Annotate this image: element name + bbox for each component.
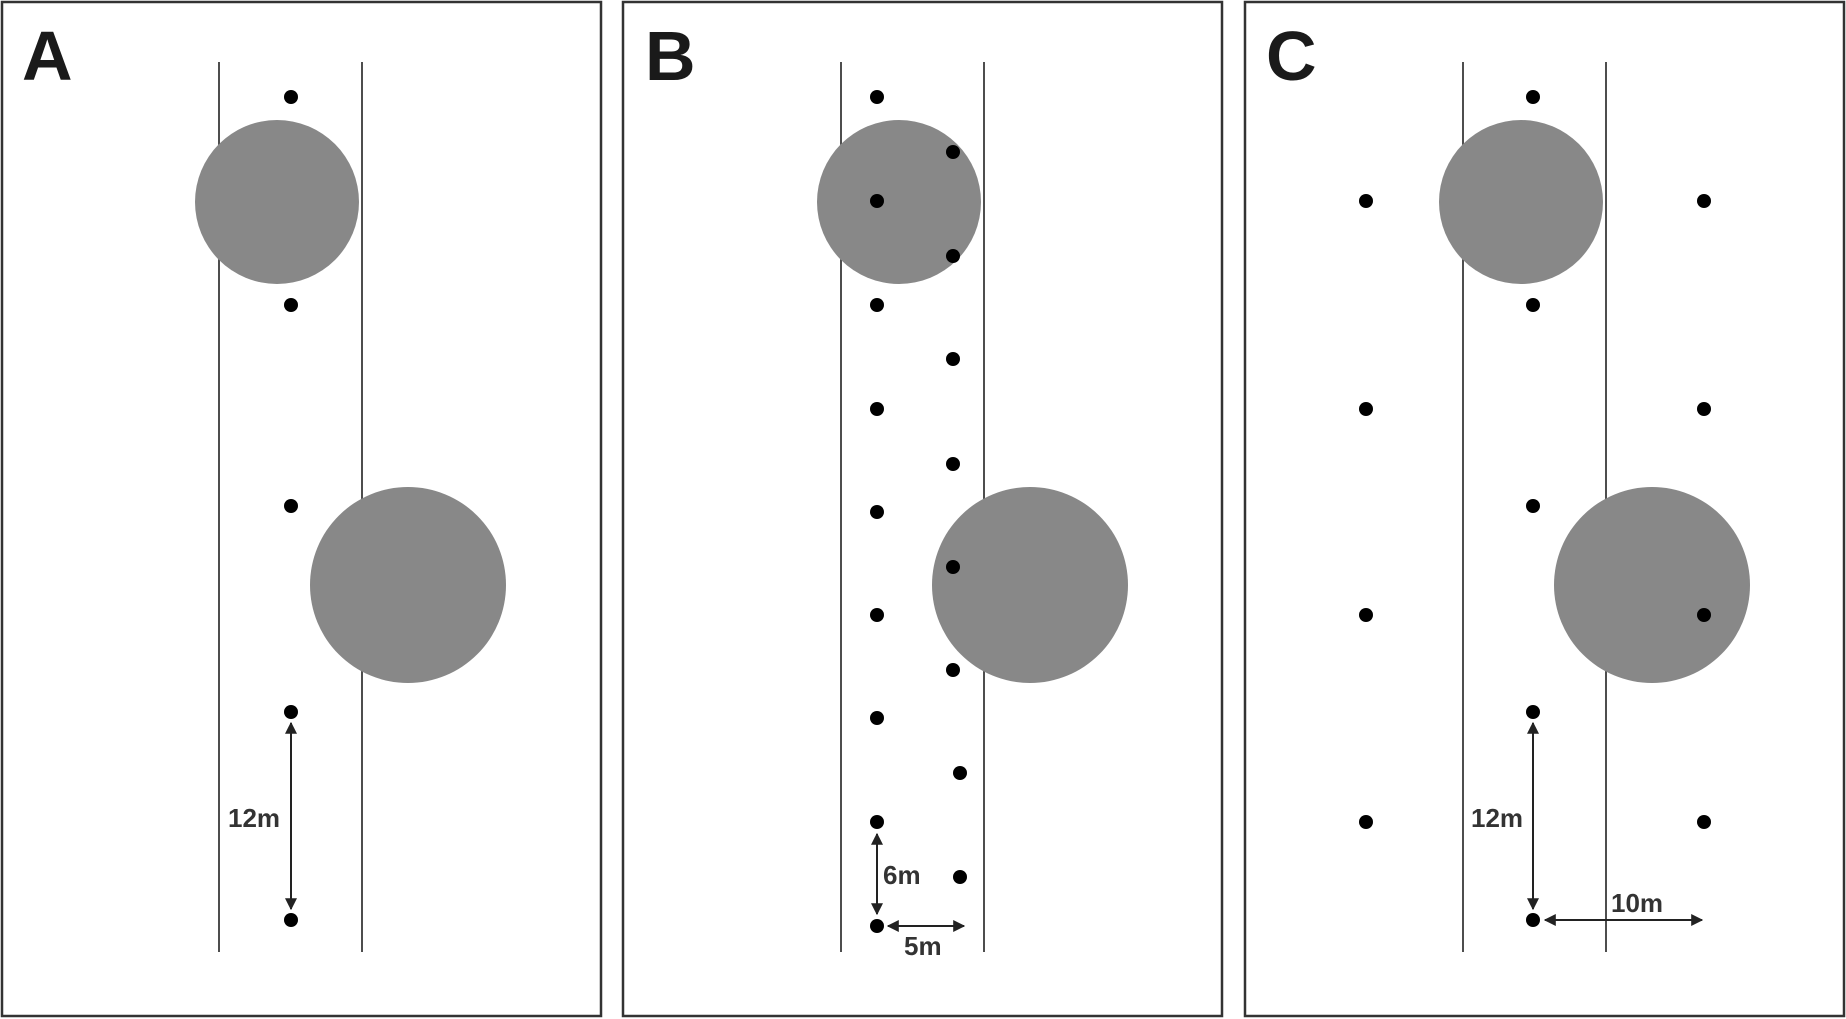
sample-point — [870, 402, 884, 416]
sample-point — [1359, 402, 1373, 416]
panel-label: A — [22, 17, 73, 95]
sample-point — [946, 457, 960, 471]
sample-point — [870, 815, 884, 829]
sample-area — [817, 120, 981, 284]
sample-point — [1697, 402, 1711, 416]
dimension-label: 10m — [1611, 888, 1663, 918]
dimension-label: 6m — [883, 860, 921, 890]
sample-point — [946, 145, 960, 159]
sample-point — [1526, 705, 1540, 719]
panel-label: C — [1266, 17, 1317, 95]
sample-point — [946, 249, 960, 263]
sample-area — [1439, 120, 1603, 284]
sample-point — [284, 705, 298, 719]
sample-point — [1359, 194, 1373, 208]
sample-area — [1554, 487, 1750, 683]
sample-point — [870, 608, 884, 622]
panel-b: B 6m 5m — [621, 0, 1224, 1018]
panel-label: B — [645, 17, 696, 95]
sample-point — [946, 352, 960, 366]
sample-point — [1359, 608, 1373, 622]
sample-area — [195, 120, 359, 284]
sample-area — [932, 487, 1128, 683]
sample-point — [1697, 608, 1711, 622]
sample-point — [870, 194, 884, 208]
sample-point — [284, 90, 298, 104]
dimension-label: 12m — [228, 803, 280, 833]
sample-point — [946, 560, 960, 574]
sample-point — [1526, 913, 1540, 927]
dimension-label: 12m — [1471, 803, 1523, 833]
panel-a: A 12m — [0, 0, 603, 1018]
sample-point — [870, 505, 884, 519]
sample-point — [946, 663, 960, 677]
sample-point — [870, 711, 884, 725]
panel-c: C 12m 10m — [1243, 0, 1846, 1018]
sample-area — [310, 487, 506, 683]
sample-point — [1359, 815, 1373, 829]
sample-point — [1526, 298, 1540, 312]
sample-point — [870, 298, 884, 312]
sample-point — [953, 870, 967, 884]
sample-point — [1526, 499, 1540, 513]
sample-point — [284, 913, 298, 927]
sample-point — [870, 90, 884, 104]
sample-point — [284, 298, 298, 312]
sample-point — [1697, 815, 1711, 829]
sample-point — [1697, 194, 1711, 208]
sample-point — [953, 766, 967, 780]
dimension-label: 5m — [904, 931, 942, 961]
sample-point — [284, 499, 298, 513]
sample-point — [1526, 90, 1540, 104]
sample-point — [870, 919, 884, 933]
